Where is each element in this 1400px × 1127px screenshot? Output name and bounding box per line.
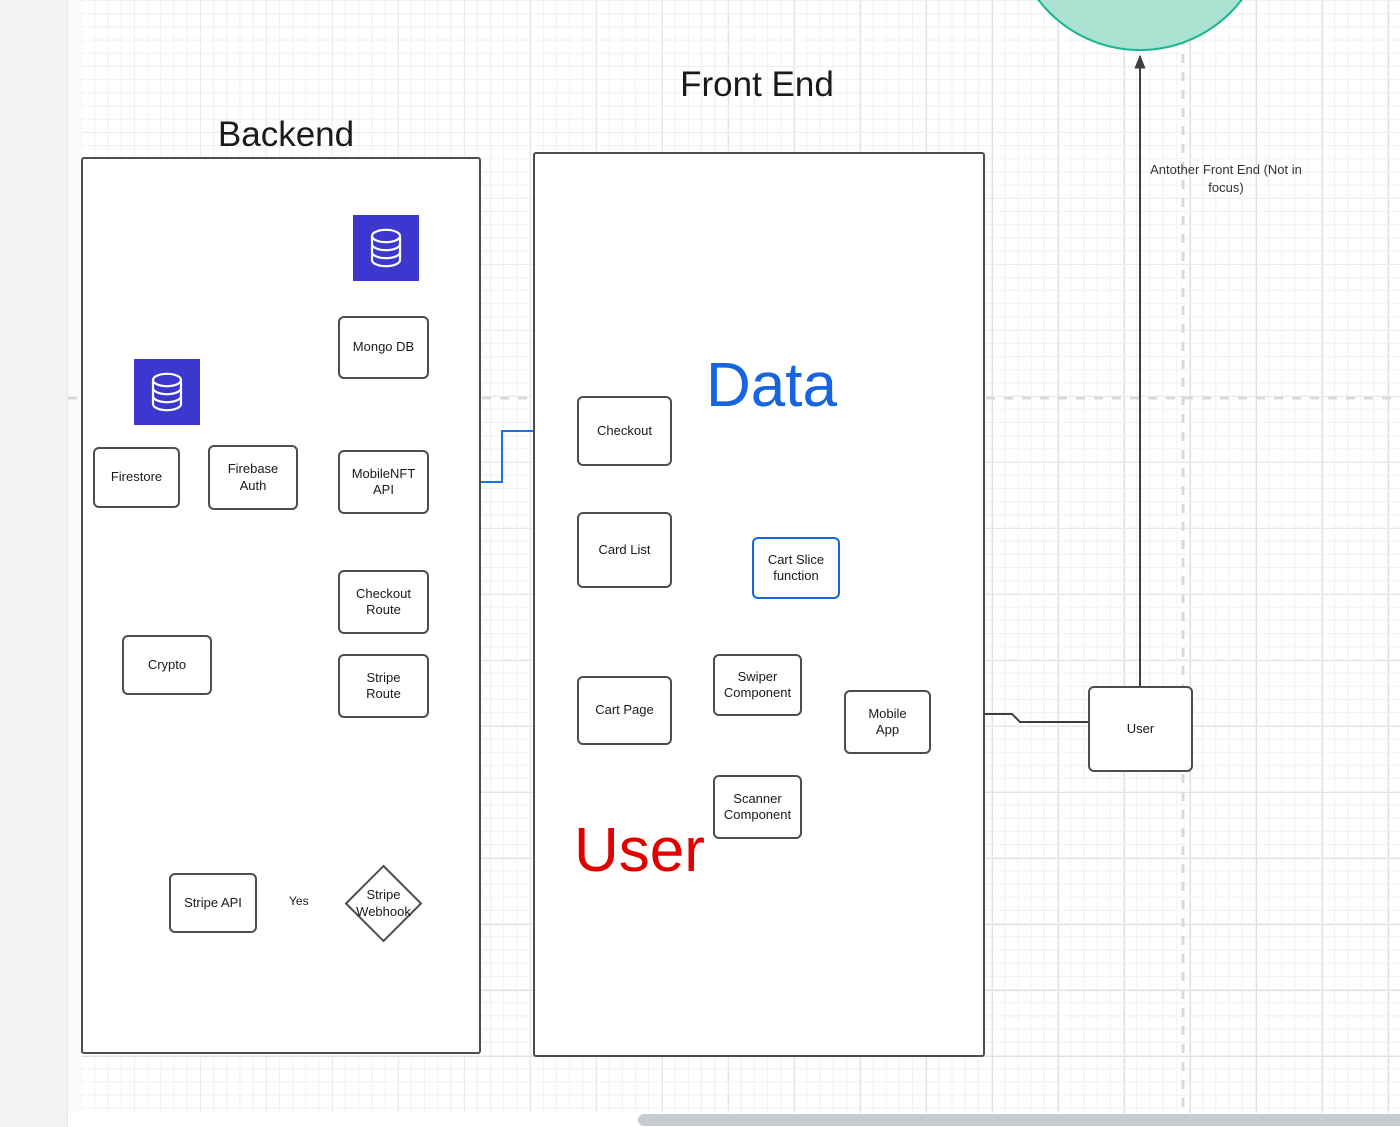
node-label-line1: MobileNFT bbox=[351, 465, 416, 481]
node-label-line2: App bbox=[875, 722, 900, 737]
node-swiper-component[interactable]: Swiper Component bbox=[713, 654, 802, 716]
node-label-line1: Checkout bbox=[356, 585, 411, 601]
node-label-line2: API bbox=[373, 482, 394, 497]
database-icon-mongo-tile bbox=[353, 215, 419, 281]
node-mobile-app[interactable]: Mobile App bbox=[844, 690, 931, 754]
frontend-title: Front End bbox=[680, 65, 834, 104]
node-label-line2: Component bbox=[723, 807, 792, 822]
node-label-line1: Stripe bbox=[366, 887, 401, 903]
node-label-line1: Mobile bbox=[868, 705, 907, 721]
left-gutter-panel bbox=[0, 0, 68, 1127]
database-icon bbox=[370, 228, 402, 268]
node-mongo-db[interactable]: Mongo DB bbox=[338, 316, 429, 379]
node-label-line2: Route bbox=[366, 686, 401, 701]
edge-label-yes: Yes bbox=[287, 894, 311, 908]
node-label: Card List bbox=[598, 541, 651, 557]
database-icon bbox=[151, 372, 183, 412]
node-cart-slice-function[interactable]: Cart Slice function bbox=[752, 537, 840, 599]
backend-title: Backend bbox=[217, 115, 355, 154]
node-label: User bbox=[1126, 720, 1155, 736]
node-label: Checkout bbox=[597, 422, 652, 438]
user-section-label: User bbox=[574, 816, 705, 885]
node-label-line2: function bbox=[773, 568, 819, 583]
node-crypto[interactable]: Crypto bbox=[122, 635, 212, 695]
node-label-line2: Webhook bbox=[356, 903, 411, 919]
node-label: Cart Page bbox=[595, 702, 654, 718]
node-label-line1: Stripe bbox=[366, 669, 401, 685]
left-panel-divider bbox=[67, 0, 68, 1127]
node-stripe-webhook[interactable]: Stripe Webhook bbox=[344, 864, 423, 943]
node-label: Stripe API bbox=[184, 894, 242, 910]
frontend-container[interactable] bbox=[533, 152, 985, 1057]
data-section-label: Data bbox=[706, 351, 837, 420]
database-icon-firestore-tile bbox=[134, 359, 200, 425]
node-label: Firestore bbox=[110, 469, 163, 485]
node-checkout-route[interactable]: Checkout Route bbox=[338, 570, 429, 634]
node-label-line2: Auth bbox=[239, 477, 267, 493]
node-label-line2: Route bbox=[366, 602, 401, 617]
horizontal-scrollbar-thumb[interactable] bbox=[638, 1114, 1400, 1126]
node-label-line1: Swiper bbox=[737, 668, 778, 684]
node-firebase-auth[interactable]: Firebase Auth bbox=[208, 445, 298, 510]
node-label-line1: Firebase bbox=[227, 461, 279, 477]
node-user[interactable]: User bbox=[1088, 686, 1193, 772]
node-mobilenft-api[interactable]: MobileNFT API bbox=[338, 450, 429, 514]
node-scanner-component[interactable]: Scanner Component bbox=[713, 775, 802, 839]
horizontal-scrollbar-track[interactable] bbox=[68, 1113, 1400, 1127]
node-label-line1: Scanner bbox=[733, 790, 782, 806]
node-card-list[interactable]: Card List bbox=[577, 512, 672, 588]
node-stripe-route[interactable]: Stripe Route bbox=[338, 654, 429, 718]
canvas-left-ruler bbox=[68, 0, 82, 1127]
node-checkout[interactable]: Checkout bbox=[577, 396, 672, 466]
node-label-line1: Cart Slice bbox=[767, 551, 825, 567]
node-stripe-api[interactable]: Stripe API bbox=[169, 873, 257, 933]
node-label: Mongo DB bbox=[352, 339, 415, 355]
node-label-line2: Component bbox=[723, 685, 792, 700]
node-cart-page[interactable]: Cart Page bbox=[577, 676, 672, 745]
node-label: Crypto bbox=[147, 656, 187, 672]
node-firestore[interactable]: Firestore bbox=[93, 447, 180, 508]
another-frontend-note: Antother Front End (Not in focus) bbox=[1150, 162, 1302, 195]
green-ellipse bbox=[1037, 0, 1243, 51]
